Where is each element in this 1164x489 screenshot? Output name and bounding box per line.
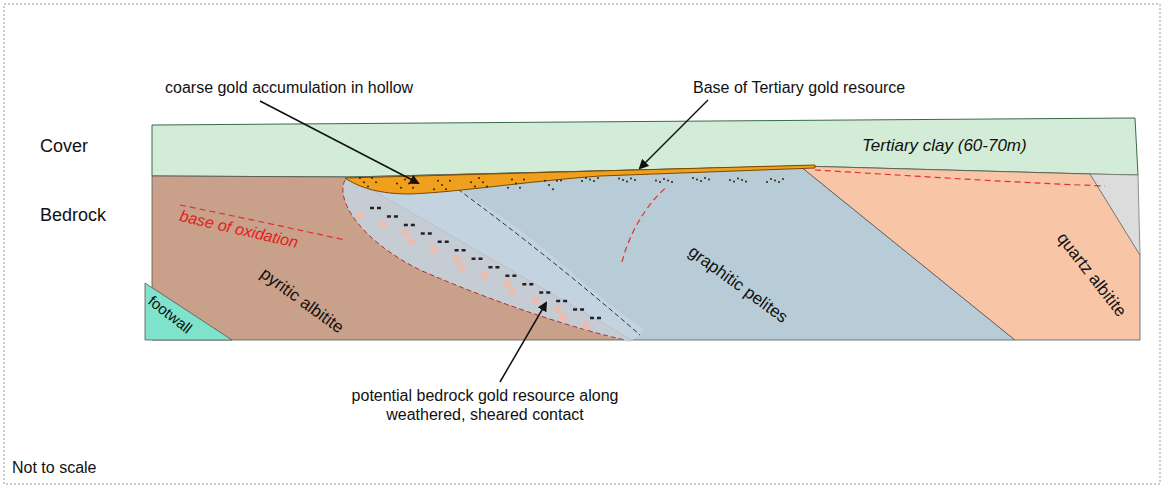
shear-zone-outline [445,180,640,335]
shear-texture [356,208,604,330]
unit-label: Tertiary clay (60-70m) [862,136,1027,156]
tertiary-gold-lens [345,165,815,194]
callout-label: Base of Tertiary gold resource [693,78,905,97]
layer-heading: Bedrock [40,205,106,227]
leader-arrow [500,303,546,382]
sheared-contact-zone [343,180,645,342]
gold-grains [359,177,784,190]
leader-arrow [260,101,418,183]
footwall-unit [145,283,232,340]
oxidation-line [622,186,668,262]
layer-heading: Cover [40,136,88,158]
callout-label: potential bedrock gold resource along we… [350,386,620,424]
leader-arrow [640,100,708,168]
oxidation-line [815,170,1105,186]
callout-label: coarse gold accumulation in hollow [165,78,413,97]
shear-zone-outline [343,180,625,340]
frame-border [4,4,1160,484]
note-label: Not to scale [12,458,96,477]
quartz-albitite-unit [800,166,1140,340]
tertiary-clay-cover [152,118,1138,177]
